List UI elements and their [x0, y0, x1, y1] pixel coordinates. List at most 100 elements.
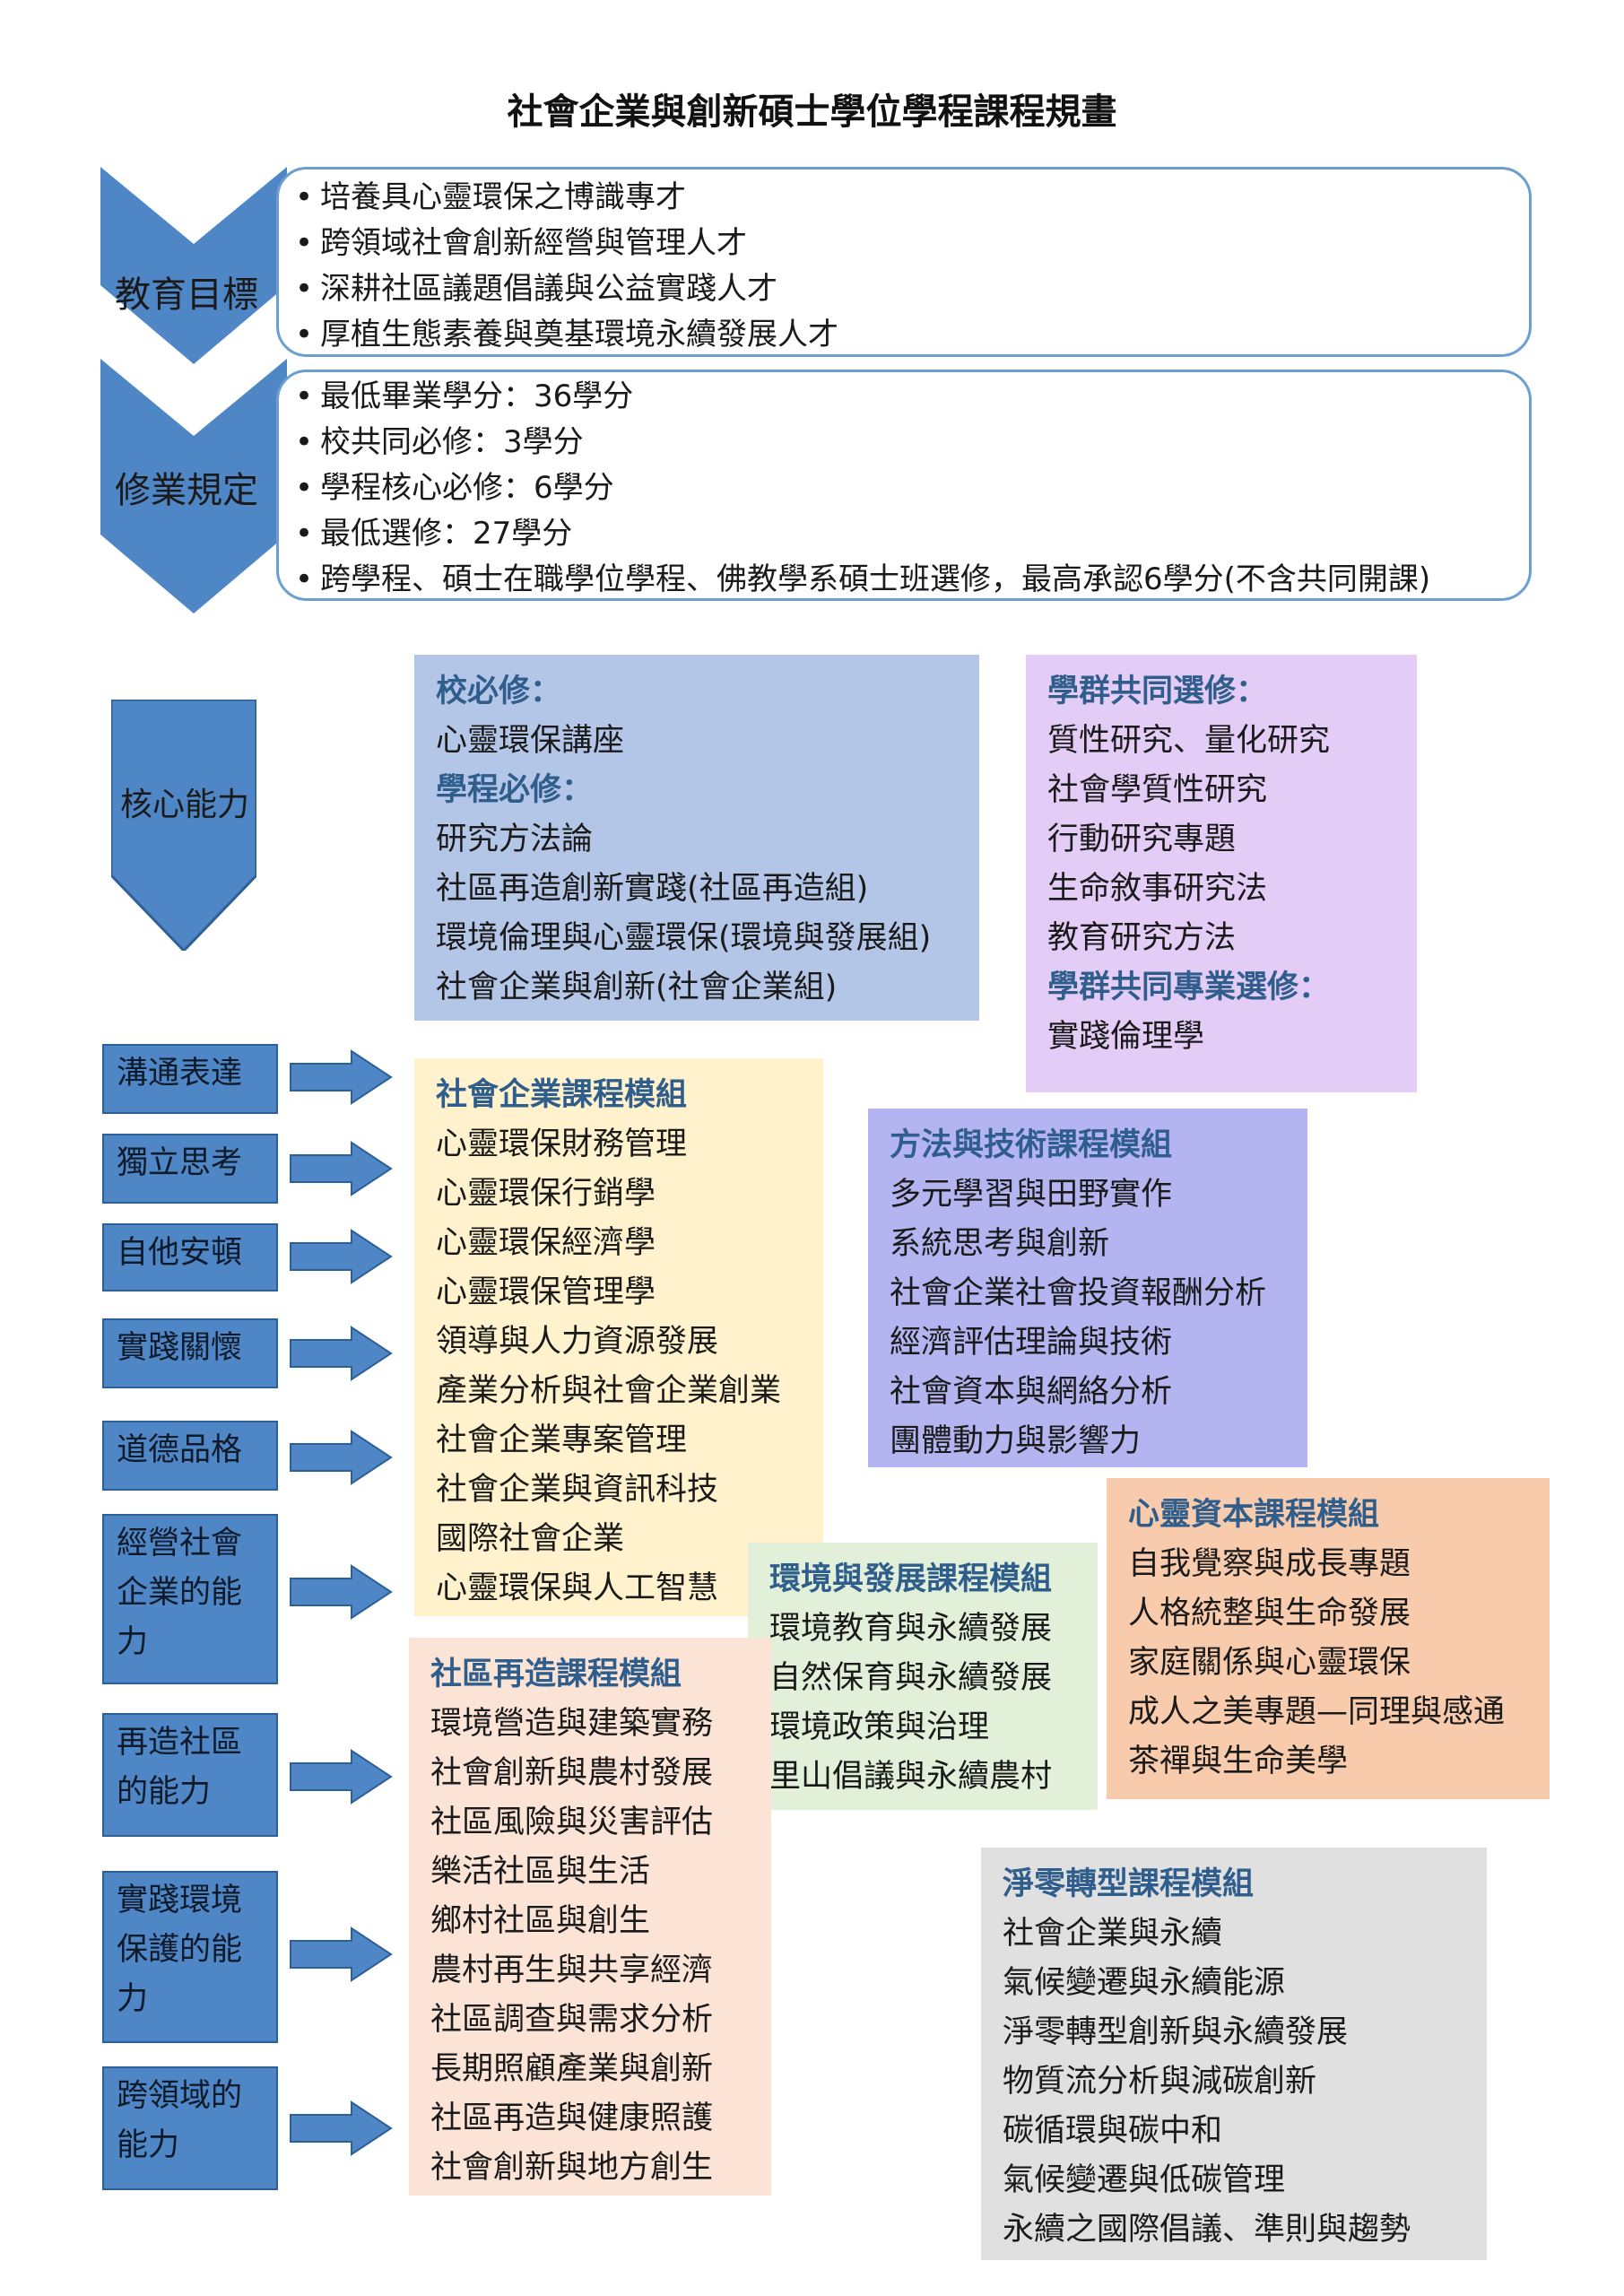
- methods-module: 方法與技術課程模組 多元學習與田野實作 系統思考與創新 社會企業社會投資報酬分析…: [868, 1109, 1307, 1467]
- education-goals-label: 教育目標: [115, 274, 258, 316]
- course-item: 質性研究、量化研究: [1047, 723, 1331, 759]
- ability-box: 實踐關懷: [102, 1318, 278, 1388]
- ability-box: 再造社區的能力: [102, 1713, 278, 1837]
- group-professional-title: 學群共同專業選修：: [1047, 970, 1331, 1005]
- course-item: 領導與人力資源發展: [436, 1324, 719, 1360]
- education-goals-box: •培養具心靈環保之博識專才 •跨領域社會創新經營與管理人才 •深耕社區議題倡議與…: [276, 167, 1532, 357]
- course-item: 環境教育與永續發展: [769, 1611, 1053, 1647]
- community-module: 社區再造課程模組 環境營造與建築實務 社會創新與農村發展 社區風險與災害評估 樂…: [409, 1638, 771, 2196]
- course-item: 心靈環保管理學: [436, 1274, 656, 1310]
- spiritual-capital-module: 心靈資本課程模組 自我覺察與成長專題 人格統整與生命發展 家庭關係與心靈環保 成…: [1107, 1478, 1550, 1799]
- ability-box: 獨立思考: [102, 1134, 278, 1204]
- module-title: 環境與發展課程模組: [769, 1561, 1053, 1597]
- rule-item: •最低選修：27學分: [295, 516, 573, 552]
- ability-box: 跨領域的能力: [102, 2066, 278, 2190]
- course-item: 鄉村社區與創生: [430, 1903, 651, 1939]
- course-item: 社區再造創新實踐(社區再造組): [436, 871, 869, 907]
- group-elective-title: 學群共同選修：: [1047, 674, 1268, 709]
- course-item: 社會企業與資訊科技: [436, 1472, 719, 1508]
- course-item: 物質流分析與減碳創新: [1003, 2064, 1317, 2100]
- page-title: 社會企業與創新碩士學位學程課程規畫: [507, 91, 1117, 133]
- course-item: 社區再造與健康照護: [430, 2100, 714, 2136]
- right-arrow-icon: [289, 1326, 393, 1385]
- goal-item: •厚植生態素養與奠基環境永續發展人才: [295, 317, 838, 352]
- ability-box: 經營社會企業的能力: [102, 1514, 278, 1684]
- course-item: 社會企業與創新(社會企業組): [436, 970, 838, 1005]
- module-title: 淨零轉型課程模組: [1003, 1866, 1255, 1902]
- course-item: 實踐倫理學: [1047, 1019, 1205, 1055]
- course-item: 里山倡議與永續農村: [769, 1759, 1053, 1795]
- rule-item: •學程核心必修：6學分: [295, 470, 614, 506]
- course-item: 農村再生與共享經濟: [430, 1952, 714, 1988]
- course-item: 社會創新與地方創生: [430, 2150, 714, 2186]
- goal-item: •培養具心靈環保之博識專才: [295, 179, 686, 215]
- study-rules-box: •最低畢業學分：36學分 •校共同必修：3學分 •學程核心必修：6學分 •最低選…: [276, 370, 1532, 601]
- course-item: 心靈環保與人工智慧: [436, 1570, 719, 1606]
- study-rules-chevron: [100, 359, 287, 613]
- right-arrow-icon: [289, 1749, 393, 1808]
- ability-box: 溝通表達: [102, 1044, 278, 1114]
- right-arrow-icon: [289, 2100, 393, 2160]
- right-arrow-icon: [289, 1430, 393, 1489]
- course-item: 家庭關係與心靈環保: [1128, 1645, 1411, 1681]
- course-item: 氣候變遷與永續能源: [1003, 1965, 1286, 2001]
- right-arrow-icon: [289, 1926, 393, 1986]
- course-item: 心靈環保經濟學: [436, 1225, 656, 1261]
- course-item: 永續之國際倡議、準則與趨勢: [1003, 2212, 1411, 2248]
- course-item: 社區調查與需求分析: [430, 2002, 714, 2038]
- education-goals-chevron: [100, 167, 287, 364]
- course-item: 團體動力與影響力: [890, 1423, 1142, 1459]
- course-item: 系統思考與創新: [890, 1226, 1110, 1262]
- course-item: 心靈環保講座: [436, 723, 625, 759]
- right-arrow-icon: [289, 1141, 393, 1200]
- social-enterprise-module: 社會企業課程模組 心靈環保財務管理 心靈環保行銷學 心靈環保經濟學 心靈環保管理…: [414, 1058, 823, 1616]
- course-item: 經濟評估理論與技術: [890, 1325, 1173, 1361]
- course-item: 樂活社區與生活: [430, 1854, 651, 1890]
- group-electives-box: 學群共同選修： 質性研究、量化研究 社會學質性研究 行動研究專題 生命敘事研究法…: [1026, 655, 1417, 1092]
- rule-item: •跨學程、碩士在職學位學程、佛教學系碩士班選修，最高承認6學分(不含共同開課): [295, 561, 1431, 597]
- course-item: 行動研究專題: [1047, 822, 1237, 857]
- course-item: 自然保育與永續發展: [769, 1660, 1053, 1696]
- module-title: 心靈資本課程模組: [1128, 1497, 1380, 1533]
- goal-item: •跨領域社會創新經營與管理人才: [295, 225, 747, 261]
- course-item: 長期照顧產業與創新: [430, 2051, 714, 2087]
- core-ability-label: 核心能力: [120, 787, 250, 823]
- study-rules-label: 修業規定: [115, 470, 258, 511]
- ability-box: 自他安頓: [102, 1223, 278, 1292]
- course-item: 生命敘事研究法: [1047, 871, 1268, 907]
- course-item: 教育研究方法: [1047, 920, 1237, 956]
- module-title: 方法與技術課程模組: [890, 1127, 1173, 1163]
- course-item: 產業分析與社會企業創業: [436, 1373, 782, 1409]
- course-item: 社會企業社會投資報酬分析: [890, 1275, 1267, 1311]
- right-arrow-icon: [289, 1229, 393, 1288]
- rule-item: •最低畢業學分：36學分: [295, 378, 634, 414]
- course-item: 國際社會企業: [436, 1521, 625, 1557]
- course-item: 環境倫理與心靈環保(環境與發展組): [436, 920, 932, 956]
- course-item: 心靈環保行銷學: [436, 1176, 656, 1212]
- net-zero-module: 淨零轉型課程模組 社會企業與永續 氣候變遷與永續能源 淨零轉型創新與永續發展 物…: [981, 1848, 1487, 2260]
- right-arrow-icon: [289, 1049, 393, 1109]
- course-item: 碳循環與碳中和: [1003, 2113, 1223, 2149]
- course-item: 社區風險與災害評估: [430, 1805, 714, 1840]
- course-item: 多元學習與田野實作: [890, 1177, 1173, 1213]
- course-item: 成人之美專題—同理與感通: [1128, 1694, 1506, 1730]
- environment-module: 環境與發展課程模組 環境教育與永續發展 自然保育與永續發展 環境政策與治理 里山…: [748, 1543, 1098, 1810]
- course-item: 社會企業與永續: [1003, 1916, 1223, 1952]
- school-required-title: 校必修：: [436, 674, 562, 709]
- course-item: 環境營造與建築實務: [430, 1706, 714, 1742]
- course-item: 茶禪與生命美學: [1128, 1744, 1349, 1779]
- rule-item: •校共同必修：3學分: [295, 424, 584, 460]
- ability-box: 道德品格: [102, 1421, 278, 1491]
- course-item: 自我覺察與成長專題: [1128, 1546, 1411, 1582]
- core-ability-chevron: [111, 700, 256, 951]
- course-item: 心靈環保財務管理: [436, 1126, 688, 1162]
- course-item: 社會創新與農村發展: [430, 1755, 714, 1791]
- course-item: 環境政策與治理: [769, 1709, 990, 1745]
- required-courses-box: 校必修： 心靈環保講座 學程必修： 研究方法論 社區再造創新實踐(社區再造組) …: [414, 655, 979, 1021]
- course-item: 淨零轉型創新與永續發展: [1003, 2014, 1349, 2050]
- module-title: 社會企業課程模組: [436, 1077, 688, 1113]
- course-item: 社會資本與網絡分析: [890, 1374, 1173, 1410]
- course-item: 研究方法論: [436, 822, 594, 857]
- course-item: 氣候變遷與低碳管理: [1003, 2162, 1286, 2198]
- ability-box: 實踐環境保護的能力: [102, 1871, 278, 2043]
